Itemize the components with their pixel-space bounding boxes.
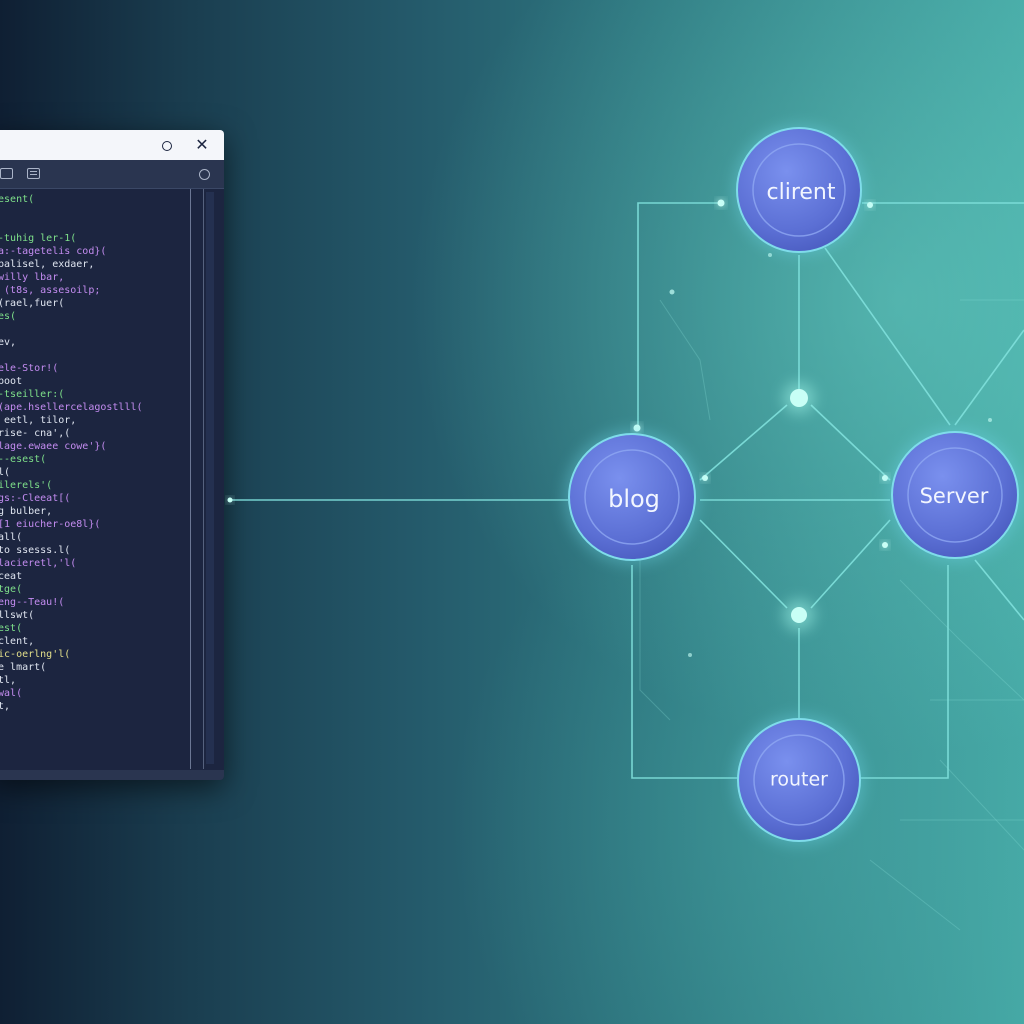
panel-icon[interactable]: [0, 168, 13, 179]
code-line: wl(: [0, 467, 11, 478]
node-router[interactable]: router: [733, 714, 865, 846]
code-line: (ape.hsellercelagostlll(: [0, 402, 143, 413]
code-line: owal(: [0, 688, 23, 699]
code-divider: [190, 189, 191, 769]
list-icon[interactable]: [27, 168, 40, 179]
code-line: rgs:-Cleeat[(: [0, 493, 71, 504]
code-line: tic-oerlng'l(: [0, 649, 71, 660]
editor-toolbar: [0, 160, 224, 189]
code-line: ma:-tagetelis cod}(: [0, 246, 107, 257]
vertical-scrollbar[interactable]: [206, 192, 214, 764]
code-line: etge(: [0, 584, 23, 595]
code-line: (rael,fuer(: [0, 298, 65, 309]
code-line: -clent,: [0, 636, 35, 647]
window-title-bar[interactable]: ✕: [0, 130, 224, 160]
node-label: Server: [920, 484, 989, 508]
code-line: --esest(: [0, 454, 47, 465]
x-close-icon[interactable]: ✕: [195, 135, 209, 154]
status-bar: [0, 770, 224, 780]
code-line: eetl, tilor,: [0, 415, 77, 426]
node-label: router: [770, 769, 828, 791]
code-line: nt,: [0, 701, 11, 712]
code-line: etl,: [0, 675, 17, 686]
code-line: lacieretl,'l(: [0, 558, 77, 569]
code-line: tes(: [0, 311, 17, 322]
code-line: ie lmart(: [0, 662, 47, 673]
node-blog[interactable]: blog: [564, 429, 700, 565]
code-line: dev,: [0, 337, 17, 348]
settings-icon[interactable]: [199, 169, 210, 180]
code-line: swilly lbar,: [0, 272, 65, 283]
node-server[interactable]: Server: [887, 427, 1023, 563]
code-line: lceat: [0, 571, 23, 582]
code-line: ag bulber,: [0, 506, 53, 517]
code-line: (t8s, assesoilp;: [0, 285, 101, 296]
code-line: tele-Stor!(: [0, 363, 59, 374]
code-line: ibalisel, exdaer,: [0, 259, 95, 270]
code-divider: [203, 189, 204, 769]
node-label: blog: [608, 485, 660, 513]
code-line: leng--Teau!(: [0, 597, 65, 608]
code-line: ellswt(: [0, 610, 35, 621]
code-line: --tseiller:(: [0, 389, 65, 400]
code-line: vest(: [0, 623, 23, 634]
code-line: boot: [0, 376, 23, 387]
code-area[interactable]: resent(/--tuhig ler-1(ma:-tagetelis cod}…: [0, 189, 188, 773]
node-client[interactable]: clirent: [733, 124, 865, 256]
code-line: --tuhig ler-1(: [0, 233, 77, 244]
node-label: clirent: [767, 180, 836, 205]
code-line: nilerels'(: [0, 480, 53, 491]
junction-dots: [227, 199, 992, 657]
code-line: resent(: [0, 194, 35, 205]
code-line: lage.ewaee cowe'}(: [0, 441, 107, 452]
connection-lines: [228, 202, 1024, 779]
code-line: wall(: [0, 532, 23, 543]
code-editor-window: ✕ resent(/--tuhig ler-1(ma:-tagetelis co…: [0, 130, 224, 780]
circle-maximize-icon[interactable]: [156, 134, 178, 156]
code-line: to ssesss.l(: [0, 545, 71, 556]
code-line: [1 eiucher-oe8l}(: [0, 519, 101, 530]
code-line: rise- cna',(: [0, 428, 71, 439]
background-circuit-lines: [639, 299, 1024, 931]
